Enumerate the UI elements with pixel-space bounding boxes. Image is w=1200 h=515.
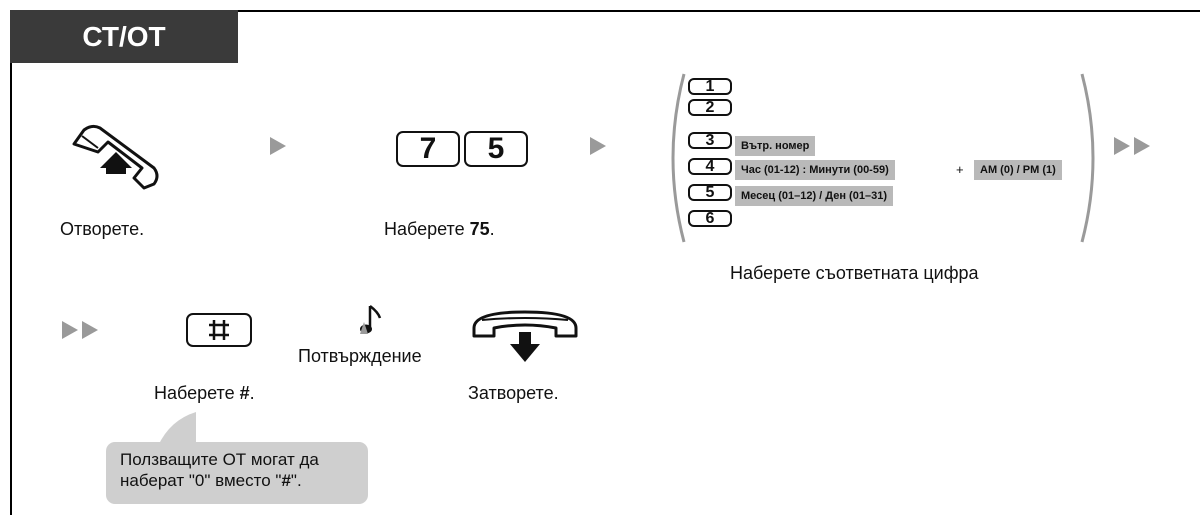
next-arrow-2 (590, 137, 606, 155)
option-key-6: 6 (688, 210, 732, 227)
option-list: 1 2 3 Вътр. номер 4 Час (01-12) : Минути… (688, 78, 1088, 238)
key-7: 7 (396, 131, 460, 167)
double-arrow-1a (1114, 137, 1130, 155)
step4-caption: Наберете #. (154, 383, 255, 404)
frame-top-border (10, 10, 1200, 12)
option-label-date: Месец (01–12) / Ден (01–31) (735, 186, 893, 206)
step4-caption-prefix: Наберете (154, 383, 240, 403)
step2-caption-suffix: . (489, 219, 495, 239)
next-arrow-1 (270, 137, 286, 155)
mode-title: СТ/ОТ (82, 20, 166, 52)
option-key-4: 4 (688, 158, 732, 175)
frame-left-border (10, 10, 12, 515)
plus-sign: + (956, 162, 964, 177)
option-key-1: 1 (688, 78, 732, 95)
option-label-ampm: AM (0) / PM (1) (974, 160, 1062, 180)
hash-symbol-icon (209, 320, 229, 340)
double-arrow-2b (82, 321, 98, 339)
handset-onhook-icon (472, 310, 578, 362)
note-bubble: Ползващите ОТ могат да наберат "0" вмест… (106, 442, 368, 504)
note-line-2-code: # (281, 471, 291, 490)
option-key-3: 3 (688, 132, 732, 149)
confirm-label: Потвърждение (298, 346, 422, 366)
right-parenthesis (1080, 73, 1095, 243)
note-line-2-prefix: наберат "0" вместо " (120, 471, 282, 490)
handset-offhook-icon (72, 124, 159, 190)
key-5: 5 (464, 131, 528, 167)
note-line-2-suffix: ". (290, 471, 302, 490)
option-label-time: Час (01-12) : Минути (00-59) (735, 160, 895, 180)
left-parenthesis (671, 73, 686, 243)
key-hash (186, 313, 252, 347)
note-bubble-tail (158, 412, 196, 446)
option-key-5: 5 (688, 184, 732, 201)
step1-caption: Отворете. (60, 219, 145, 239)
step2-caption: Наберете 75. (384, 219, 495, 240)
note-line-1: Ползващите ОТ могат да (120, 450, 319, 469)
note-line-2: наберат "0" вместо "#". (120, 470, 368, 491)
option-label-extension: Вътр. номер (735, 136, 816, 156)
double-arrow-1b (1134, 137, 1150, 155)
confirmation-tone-icon (360, 305, 382, 334)
option-key-2: 2 (688, 99, 732, 116)
step2-caption-prefix: Наберете (384, 219, 470, 239)
mode-tab: СТ/ОТ (10, 10, 238, 63)
step3-caption: Наберете съответната цифра (730, 263, 979, 283)
step5-caption: Затворете. (468, 383, 559, 403)
step4-caption-suffix: . (249, 383, 255, 403)
step4-caption-code: # (239, 383, 250, 403)
double-arrow-2a (62, 321, 78, 339)
step2-caption-code: 75 (469, 219, 490, 239)
